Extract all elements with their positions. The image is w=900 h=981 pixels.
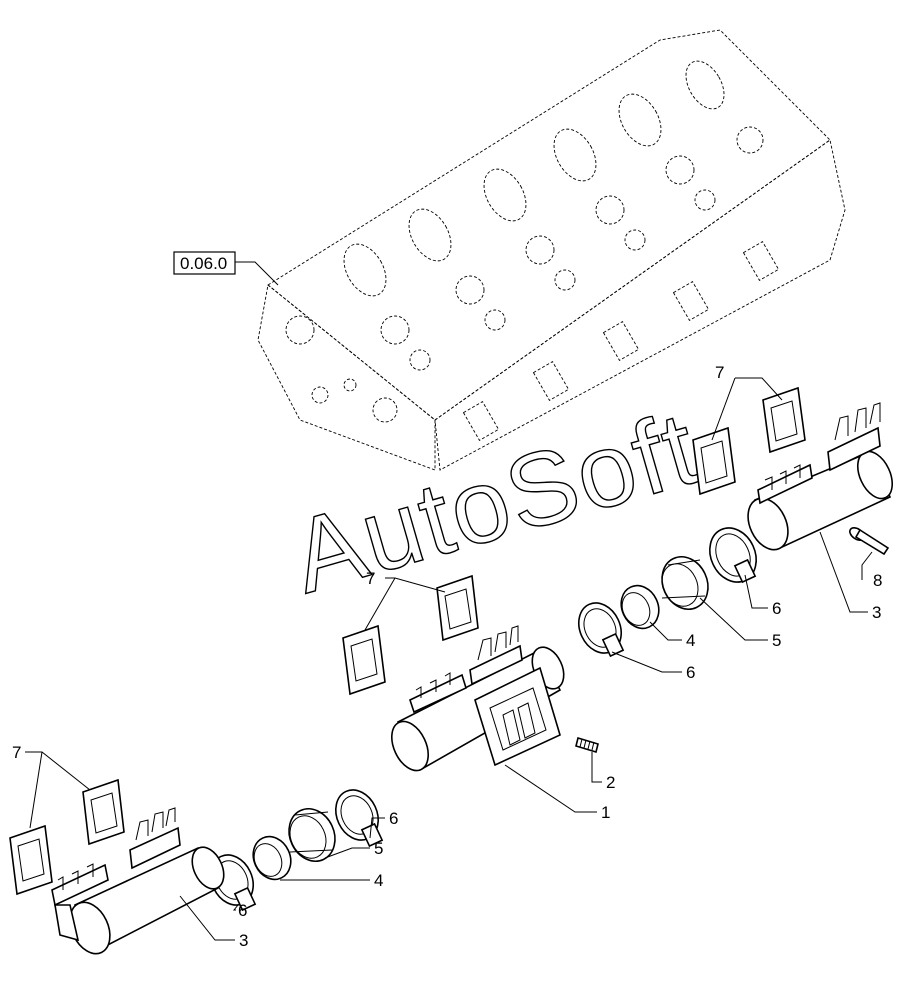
leader-lines [25, 377, 873, 941]
callout-labels: 7 8 3 6 5 4 6 7 2 1 6 5 4 6 7 3 [12, 363, 882, 950]
callout-sleeve-left: 4 [374, 871, 383, 890]
sleeve-right [620, 584, 660, 630]
sleeve-left [252, 835, 292, 881]
callout-gasket-top: 7 [715, 363, 724, 382]
bellows-right [661, 556, 709, 610]
gasket-pair-left [9, 778, 125, 896]
callout-bellows-right: 5 [772, 631, 781, 650]
cylinder-head-outline [257, 29, 846, 471]
callout-bellows-left: 5 [374, 839, 383, 858]
callout-clamp-left-inner: 6 [389, 809, 398, 828]
callout-clamp-left-outer: 6 [238, 901, 247, 920]
callout-bolt: 8 [873, 571, 882, 590]
callout-pipe-left: 3 [239, 931, 248, 950]
callout-stud: 2 [606, 773, 615, 792]
gasket-pair-top [692, 386, 806, 496]
clamp-left-inner [335, 789, 384, 848]
callout-clamp-right-inner: 6 [686, 663, 695, 682]
stud [575, 736, 599, 754]
bolt [849, 527, 890, 556]
callout-sleeve-right: 4 [686, 631, 695, 650]
clamp-right-outer [709, 527, 757, 584]
clamp-right-inner [578, 602, 625, 658]
exhaust-pipe-right [747, 402, 894, 551]
callout-gasket-mid: 7 [366, 569, 375, 588]
bellows-left [288, 808, 336, 862]
reference-box: 0.06.0 [173, 251, 279, 286]
callout-gasket-left: 7 [12, 743, 21, 762]
callout-pipe-right: 3 [872, 603, 881, 622]
callout-center-manifold: 1 [601, 803, 610, 822]
gasket-pair-middle [342, 574, 479, 696]
reference-box-label: 0.06.0 [180, 254, 227, 273]
callout-clamp-right-outer: 6 [772, 599, 781, 618]
exhaust-pipe-left [51, 807, 225, 955]
center-manifold [391, 625, 565, 772]
